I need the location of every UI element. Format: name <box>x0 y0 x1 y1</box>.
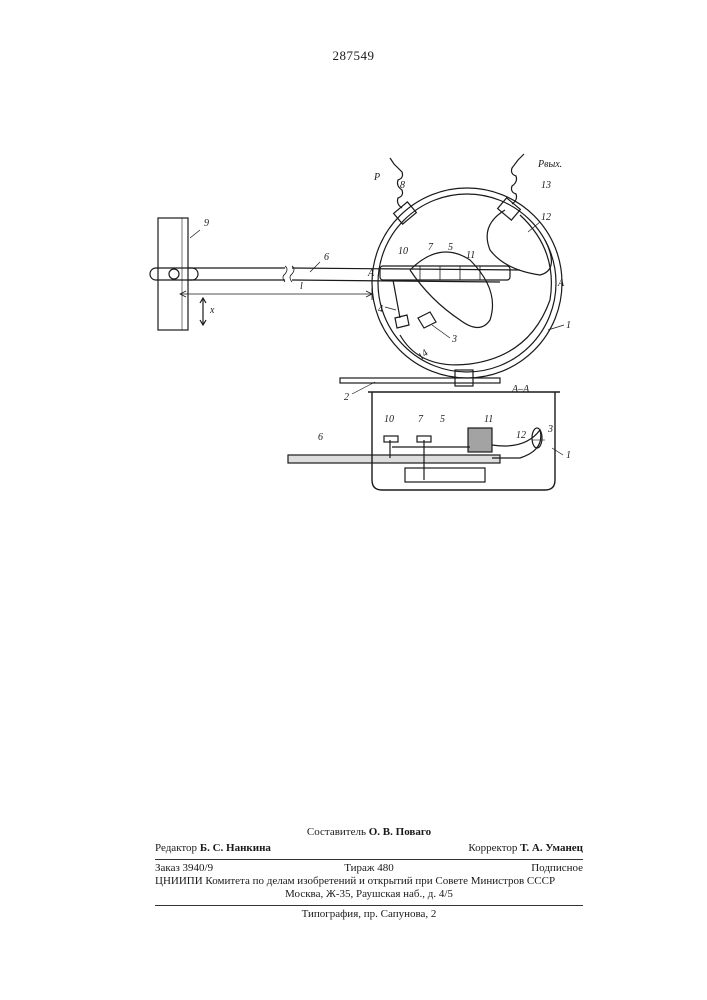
label-9: 9 <box>204 218 209 229</box>
divider-top <box>155 859 583 860</box>
label-10: 10 <box>398 246 408 257</box>
section-aa <box>288 392 560 490</box>
label-13: 13 <box>541 180 551 191</box>
section-label-6: 6 <box>318 432 323 443</box>
label-p-in: P <box>373 172 380 183</box>
label-5: 5 <box>448 242 453 253</box>
circulation: Тираж 480 <box>155 862 583 874</box>
patent-drawing: 9 6 l x P 8 Pвых. 13 12 10 7 5 11 А А 4 … <box>0 0 707 760</box>
divider-bottom <box>155 905 583 906</box>
label-4: 4 <box>378 304 383 315</box>
label-section-a-right: А <box>557 278 565 289</box>
address: Москва, Ж-35, Раушская наб., д. 4/5 <box>155 888 583 900</box>
label-section-a-left: А <box>367 268 375 279</box>
section-label-10: 10 <box>384 414 394 425</box>
tube-5 <box>380 266 510 280</box>
fitting-8 <box>390 158 416 224</box>
arrow-x <box>200 298 206 325</box>
section-label-3: 3 <box>547 424 553 435</box>
fitting-13 <box>498 154 524 220</box>
label-section-aa: А–А <box>511 384 530 395</box>
label-p-out: Pвых. <box>537 159 562 170</box>
subscription: Подписное <box>531 862 583 874</box>
label-7: 7 <box>428 242 434 253</box>
compiler-name: О. В. Поваго <box>369 826 431 838</box>
housing-1 <box>372 188 562 378</box>
section-label-7: 7 <box>418 414 424 425</box>
printer: Типография, пр. Сапунова, 2 <box>155 908 583 920</box>
vertical-bar-9 <box>158 218 188 330</box>
label-6: 6 <box>324 252 329 263</box>
label-3: 3 <box>451 334 457 345</box>
lever-4 <box>393 280 409 328</box>
ring-3 <box>400 215 551 365</box>
label-2: 2 <box>344 392 349 403</box>
label-12: 12 <box>541 212 551 223</box>
label-axis-x: x <box>209 305 215 316</box>
section-label-11: 11 <box>484 414 493 425</box>
dimension-l <box>180 288 372 300</box>
label-len-l: l <box>300 281 303 292</box>
section-label-1: 1 <box>566 450 571 461</box>
institute: ЦНИИПИ Комитета по делам изобретений и о… <box>155 875 555 887</box>
label-1: 1 <box>566 320 571 331</box>
editor-name: Б. С. Нанкина <box>200 842 271 854</box>
label-8: 8 <box>400 180 405 191</box>
plate-2 <box>340 370 500 386</box>
compiler-label: Составитель <box>307 826 366 838</box>
label-11: 11 <box>466 250 475 261</box>
section-label-12: 12 <box>516 430 526 441</box>
section-label-5: 5 <box>440 414 445 425</box>
slot-pin <box>150 268 198 280</box>
editor-label: Редактор <box>155 842 197 854</box>
corrector-name: Т. А. Уманец <box>520 842 583 854</box>
corrector-label: Корректор <box>468 842 517 854</box>
